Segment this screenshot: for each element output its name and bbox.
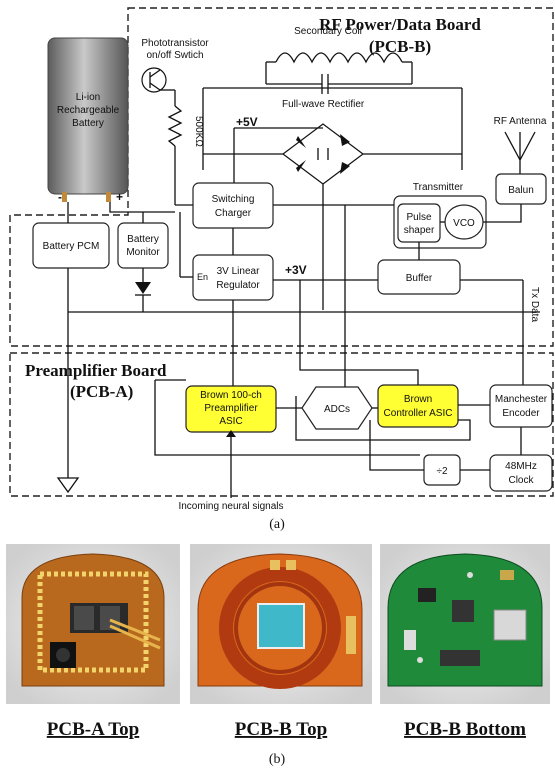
pcb-a-top-photo (6, 544, 180, 704)
switching-charger-label: Switching (212, 194, 255, 205)
switching-charger-block (193, 183, 273, 228)
controller-asic-label: Controller ASIC (384, 408, 453, 419)
pcb-b-top-photo (190, 544, 372, 704)
switching-charger-label: Charger (215, 208, 252, 219)
balun-label: Balun (508, 185, 534, 196)
battery-monitor-label: Battery (127, 234, 159, 245)
phototransistor-label: on/off Swtich (146, 50, 203, 61)
battery-monitor-block (118, 223, 168, 268)
pulse-shaper-label: Pulse (406, 212, 431, 223)
linear-regulator-label: Regulator (216, 280, 260, 291)
preamp-asic-label: Brown 100-ch (200, 390, 262, 401)
manchester-encoder-label: Encoder (502, 408, 540, 419)
tx-data-label: Tx Data (529, 287, 540, 322)
rf-board-subtitle: (PCB-B) (369, 37, 431, 56)
pulse-shaper-label: shaper (404, 225, 435, 236)
buffer-label: Buffer (406, 273, 433, 284)
pcb-b-bottom-photo (380, 544, 550, 704)
caption-b: (b) (269, 752, 286, 767)
plus3v-label: +3V (285, 263, 307, 277)
phototransistor-label: Phototransistor (141, 38, 209, 49)
controller-asic-block (378, 385, 458, 427)
clock-label: Clock (508, 475, 534, 486)
pulse-shaper-block (398, 204, 440, 242)
divider-label: ÷2 (436, 466, 447, 477)
battery-label: Li-ion (76, 92, 100, 103)
battery-plus: + (116, 190, 123, 204)
photo-label-pcb-a-top: PCB-A Top (47, 719, 139, 740)
preamp-asic-label: ASIC (219, 416, 242, 427)
antenna-icon (505, 132, 535, 174)
rf-antenna-label: RF Antenna (494, 116, 547, 127)
manchester-encoder-block (490, 385, 552, 427)
battery-pcm-label: Battery PCM (43, 241, 100, 252)
preamp-board-title: Preamplifier Board (25, 361, 167, 380)
neural-signals-label: Incoming neural signals (178, 501, 283, 512)
rectifier-label: Full-wave Rectifier (282, 99, 365, 110)
photo-label-pcb-b-bottom: PCB-B Bottom (404, 719, 526, 740)
battery-monitor-label: Monitor (126, 247, 160, 258)
controller-asic-label: Brown (404, 394, 432, 405)
diode-icon (135, 268, 151, 312)
caption-a: (a) (269, 517, 285, 532)
preamp-asic-label: Preamplifier (204, 403, 258, 414)
battery-minus: - (58, 190, 62, 204)
battery-label: Battery (72, 118, 104, 129)
enable-pin-label: En (197, 272, 208, 282)
resistor-icon (169, 106, 181, 205)
preamp-board-subtitle: (PCB-A) (70, 382, 133, 401)
phototransistor-icon (142, 68, 175, 106)
plus5v-label: +5V (236, 115, 258, 129)
manchester-encoder-label: Manchester (495, 394, 548, 405)
adcs-label: ADCs (324, 404, 350, 415)
transmitter-label: Transmitter (413, 182, 464, 193)
vco-to-balun-wire (483, 204, 521, 222)
clock-label: 48MHz (505, 461, 537, 472)
linear-regulator-label: 3V Linear (217, 266, 260, 277)
photo-label-pcb-b-top: PCB-B Top (235, 719, 327, 740)
vco-label: VCO (453, 218, 475, 229)
battery-label: Rechargeable (57, 105, 120, 116)
ground-icon (58, 478, 78, 492)
secondary-coil-label: Secondary Coil (294, 26, 362, 37)
